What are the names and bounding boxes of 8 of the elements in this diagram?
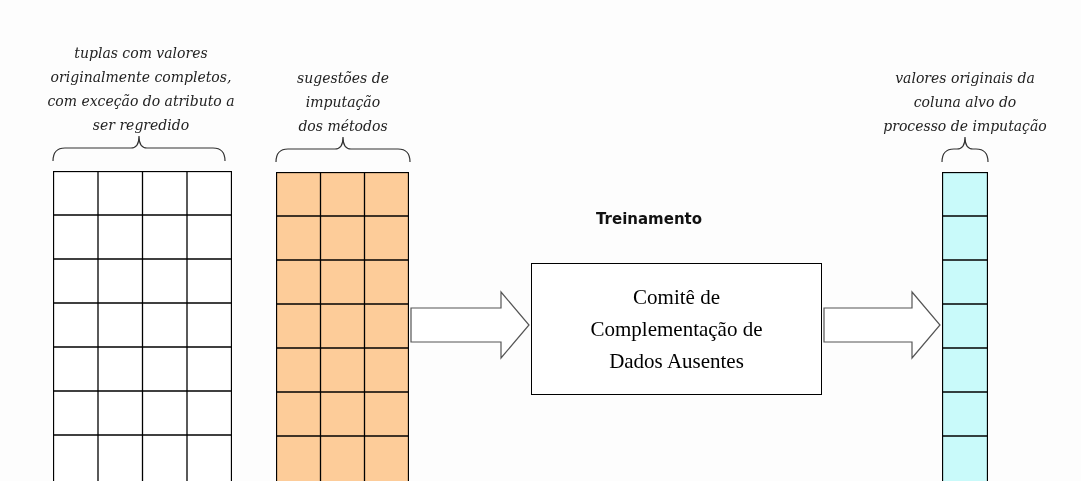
block-arrow <box>410 290 530 360</box>
annotation: sugestões de imputação dos métodos <box>296 69 390 136</box>
box-text: Comitê de Complementação de Dados Ausentes <box>589 284 764 375</box>
block-arrow <box>823 290 941 360</box>
box-heading: Treinamento <box>596 210 703 228</box>
annotation: valores originais da coluna alvo do processo de imputação <box>882 69 1048 136</box>
annotation: tuplas com valores originalmente completos, com exceção do atributo a ser regredido <box>46 44 236 135</box>
process-box <box>531 263 822 395</box>
